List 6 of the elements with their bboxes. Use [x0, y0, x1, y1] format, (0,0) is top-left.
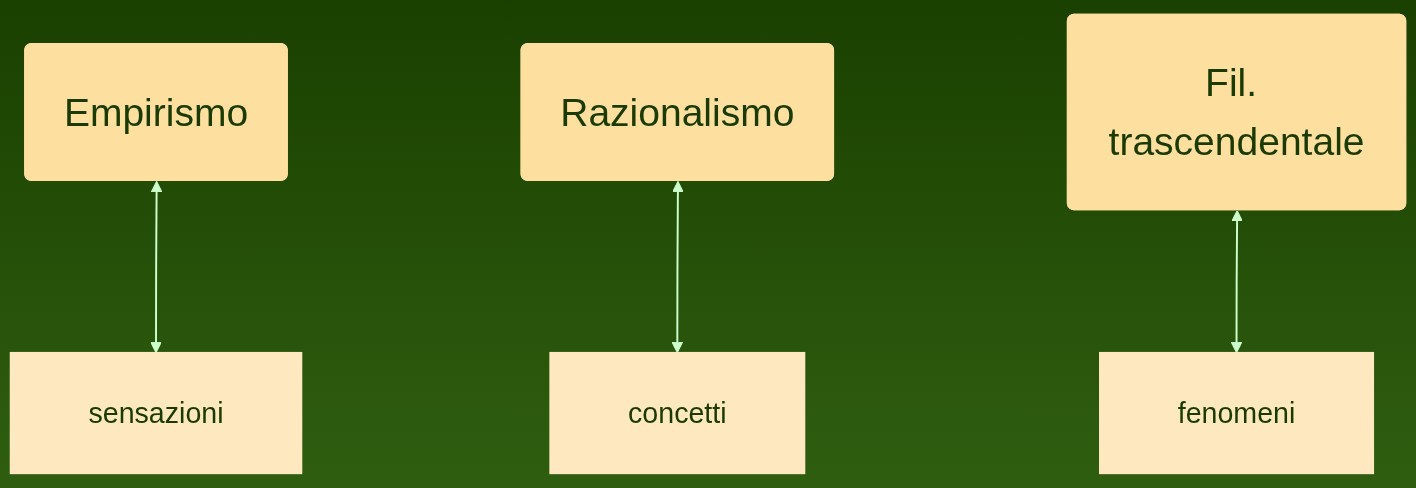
arrow: [1230, 210, 1243, 354]
arrow: [671, 180, 684, 354]
arrow: [150, 180, 163, 354]
node-box: fenomeni: [1099, 351, 1375, 475]
node-box: concetti: [549, 351, 806, 475]
node-box: sensazioni: [9, 351, 303, 475]
